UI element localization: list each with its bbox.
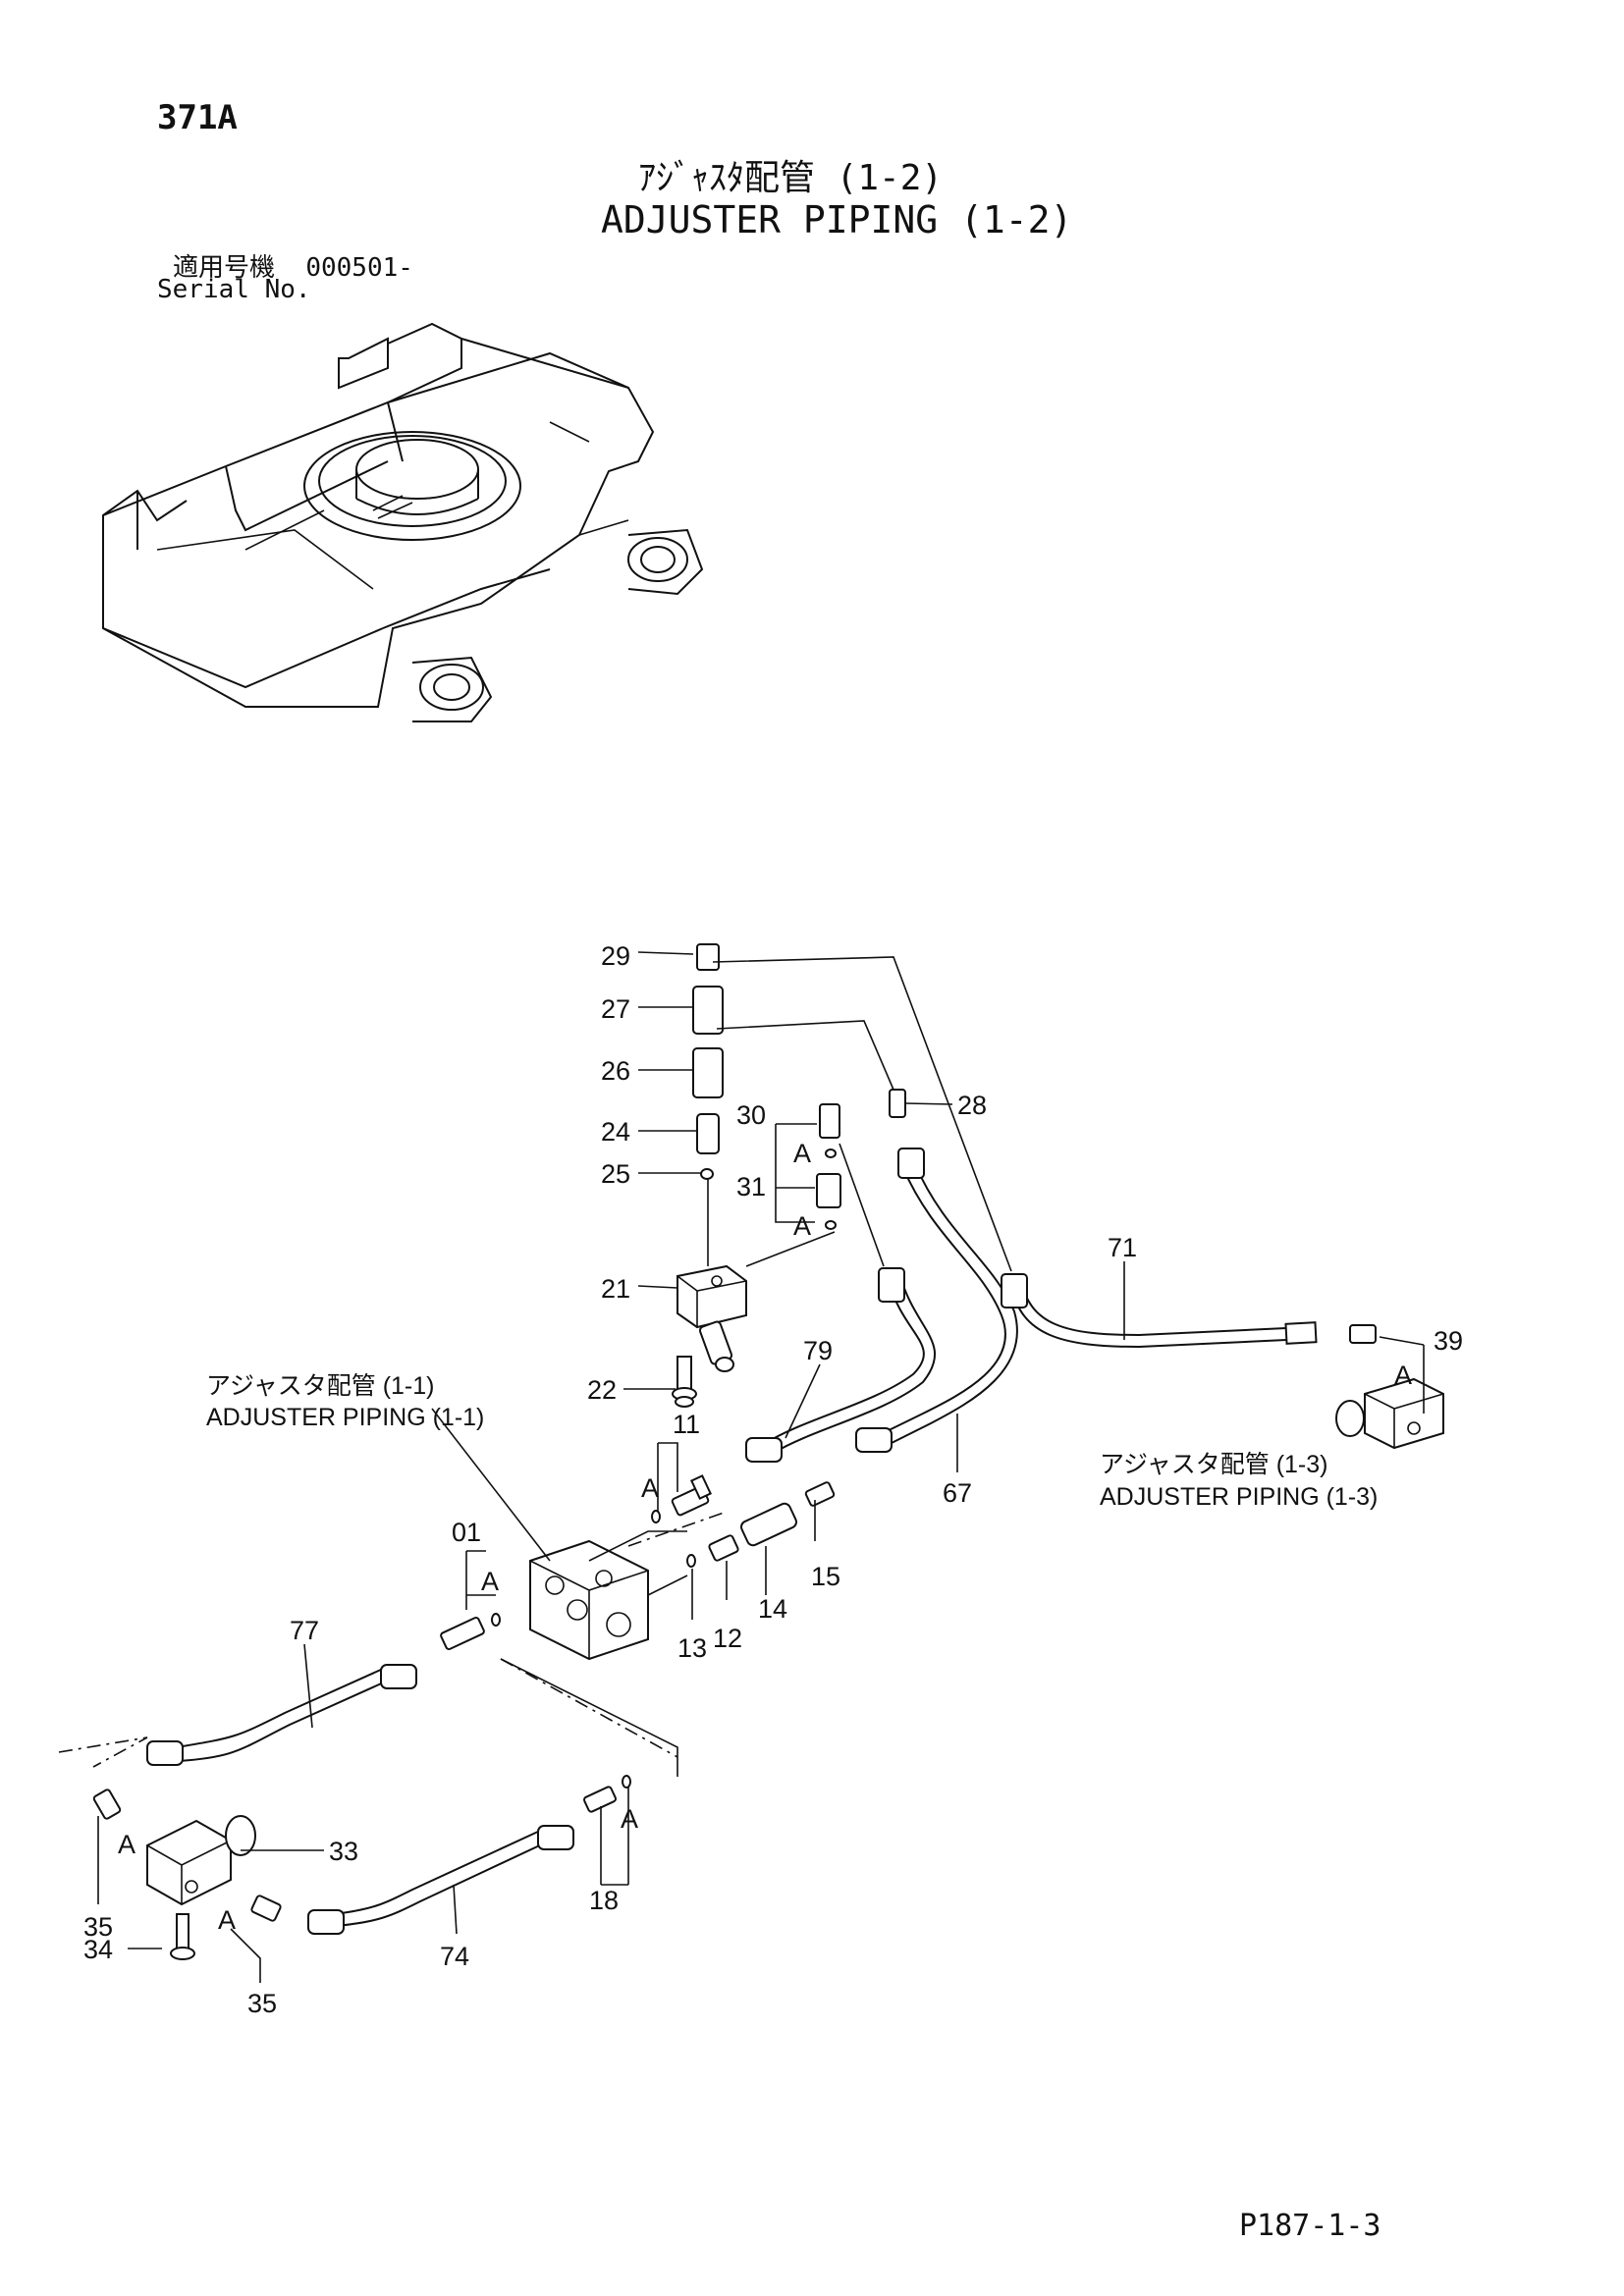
page-number: 371A xyxy=(157,98,238,137)
callout-12: 12 xyxy=(713,1624,742,1653)
callout-11: 11 xyxy=(673,1410,700,1439)
part-35-upper xyxy=(92,1789,122,1820)
part-34-bolt xyxy=(176,1913,189,1952)
callout-30: 30 xyxy=(736,1100,766,1130)
hose-79 xyxy=(765,1275,936,1454)
part-25-oring xyxy=(700,1168,714,1180)
callout-67: 67 xyxy=(943,1478,972,1508)
part-13-oring xyxy=(686,1554,696,1568)
serial-label-japanese: 適用号機 xyxy=(173,253,276,283)
callout-28: 28 xyxy=(957,1091,987,1120)
detail-a-11: A xyxy=(641,1473,659,1503)
serial-line-japanese: 適用号機 000501- xyxy=(173,247,413,284)
callout-27: 27 xyxy=(601,994,630,1024)
ref-piping-1-3-en: ADJUSTER PIPING (1-3) xyxy=(1100,1483,1378,1511)
callout-34: 34 xyxy=(83,1935,113,1964)
callout-13: 13 xyxy=(677,1633,707,1663)
callout-29: 29 xyxy=(601,941,630,971)
serial-label-english: Serial No. xyxy=(157,275,311,304)
hose-end-fitting-79 xyxy=(878,1267,905,1303)
callout-74: 74 xyxy=(440,1942,469,1971)
pipe-end-74-upper xyxy=(537,1825,574,1850)
part-18-nipple xyxy=(583,1786,617,1813)
track-frame-overview xyxy=(102,322,704,722)
callout-14: 14 xyxy=(758,1594,787,1624)
hose-71 xyxy=(1010,1280,1318,1349)
title-english: ADJUSTER PIPING (1-2) xyxy=(601,198,1073,241)
hose-end-fitting-71 xyxy=(1001,1273,1028,1308)
ref-piping-1-3-jp: アジャスタ配管 (1-3) xyxy=(1100,1451,1327,1478)
part-11-oring xyxy=(651,1510,661,1523)
pipe-end-77-upper xyxy=(380,1664,417,1689)
detail-a-35-lower: A xyxy=(218,1905,236,1935)
part-24-nipple xyxy=(696,1113,720,1154)
callout-22: 22 xyxy=(587,1375,617,1405)
part-39-elbow xyxy=(1349,1324,1377,1344)
callout-71: 71 xyxy=(1108,1233,1137,1262)
callout-15: 15 xyxy=(811,1562,840,1591)
part-31-adapter xyxy=(816,1173,841,1208)
part-31-oring xyxy=(825,1220,837,1230)
detail-a-30: A xyxy=(793,1139,811,1168)
part-12-nipple xyxy=(708,1534,739,1562)
callout-31: 31 xyxy=(736,1172,766,1201)
part-01-tee xyxy=(440,1616,485,1651)
piping-exploded-view: 29 27 26 24 25 21 22 30 31 A A 28 79 71 … xyxy=(58,941,1463,2018)
title-japanese: ｱｼﾞｬｽﾀ配管 (1-2) xyxy=(638,158,944,198)
part-30-elbow xyxy=(819,1103,840,1139)
ref-piping-1-1-jp: アジャスタ配管 (1-1) xyxy=(206,1372,434,1400)
part-15-nipple xyxy=(804,1481,836,1507)
right-block xyxy=(1335,1377,1444,1450)
callout-33: 33 xyxy=(329,1837,358,1866)
callout-24: 24 xyxy=(601,1117,630,1147)
part-28-nipple xyxy=(889,1089,906,1118)
hose-end-67-lower xyxy=(855,1427,893,1453)
serial-value: 000501- xyxy=(305,253,413,283)
part-29-cap xyxy=(696,943,720,971)
callout-25: 25 xyxy=(601,1159,630,1189)
hose-end-fitting-67 xyxy=(897,1148,925,1179)
callout-35-bottom: 35 xyxy=(247,1989,277,2018)
hose-end-79-lower xyxy=(745,1437,783,1463)
detail-a-31: A xyxy=(793,1211,811,1241)
callout-79: 79 xyxy=(803,1336,833,1365)
part-33-block xyxy=(146,1815,256,1906)
hose-67 xyxy=(878,1163,1018,1448)
pipe-end-74-lower xyxy=(307,1909,345,1935)
callout-18: 18 xyxy=(589,1886,619,1915)
pipe-77 xyxy=(176,1668,389,1762)
part-14-check-valve xyxy=(740,1502,797,1547)
callout-77: 77 xyxy=(290,1616,319,1645)
page-reference: P187-1-3 xyxy=(1239,2209,1381,2243)
pipe-74 xyxy=(333,1830,547,1927)
detail-a-01: A xyxy=(481,1567,499,1596)
detail-a-35-upper: A xyxy=(118,1830,135,1859)
callout-35-left: 35 xyxy=(83,1912,113,1942)
manifold-block xyxy=(529,1539,649,1661)
callout-39: 39 xyxy=(1434,1326,1463,1356)
part-21-block xyxy=(677,1264,747,1372)
pipe-end-77-lower xyxy=(146,1740,184,1766)
callout-26: 26 xyxy=(601,1056,630,1086)
detail-a-18: A xyxy=(621,1804,638,1834)
callout-01: 01 xyxy=(452,1518,481,1547)
ref-piping-1-1-en: ADJUSTER PIPING (1-1) xyxy=(206,1404,484,1431)
part-30-oring xyxy=(825,1148,837,1158)
part-26-valve xyxy=(692,1047,724,1098)
part-27-adapter xyxy=(692,986,724,1035)
part-35-lower xyxy=(250,1895,282,1922)
callout-21: 21 xyxy=(601,1274,630,1304)
detail-a-39: A xyxy=(1394,1361,1412,1390)
